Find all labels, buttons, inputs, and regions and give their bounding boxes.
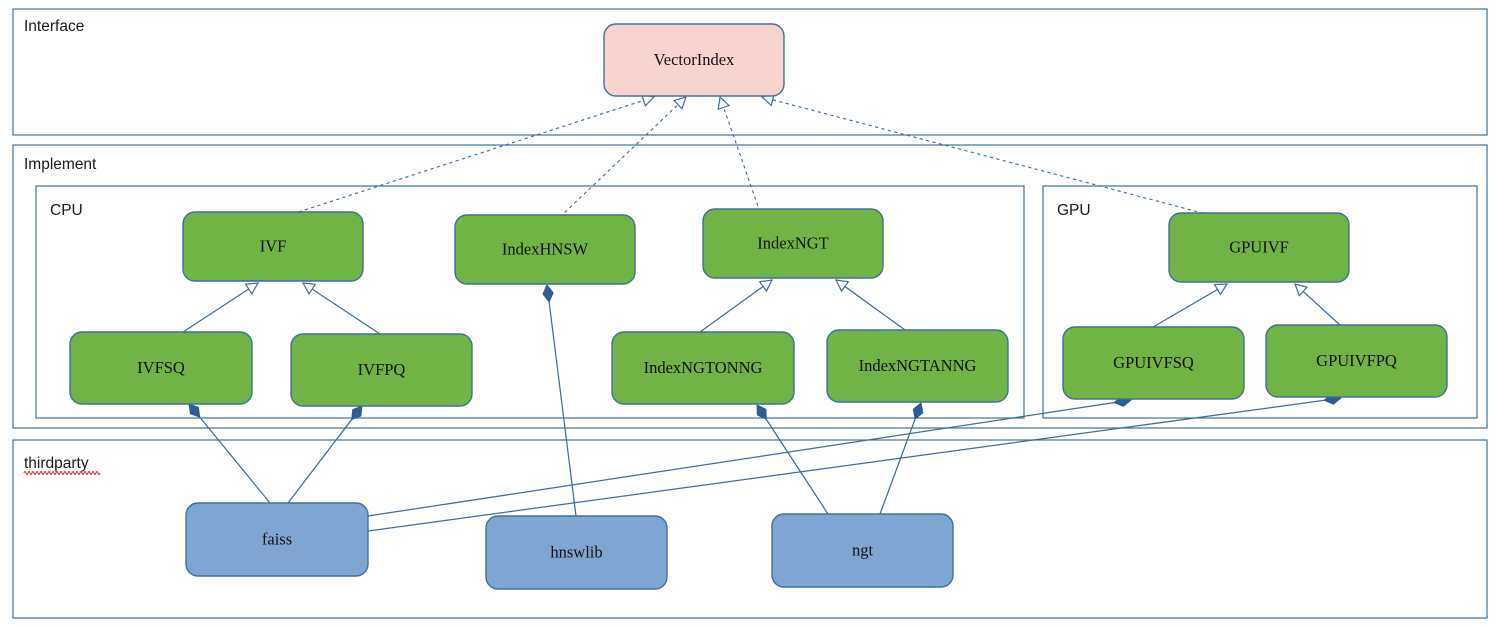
class-node-label: GPUIVFPQ [1316, 351, 1397, 370]
edge-line [843, 285, 906, 331]
hollow-triangle-arrowhead-icon [672, 96, 687, 110]
class-node-label: IndexNGTONNG [644, 358, 763, 377]
class-node-label: IndexHNSW [502, 239, 589, 258]
filled-diamond-arrowhead-icon [351, 405, 363, 421]
class-node-label: GPUIVFSQ [1113, 353, 1194, 372]
edge-line [771, 99, 1211, 216]
class-node-label: IndexNGTANNG [859, 356, 977, 375]
class-node-IndexNGTONNG[interactable]: IndexNGTONNG [611, 331, 795, 405]
edge-line [722, 106, 761, 213]
class-node-IVFPQ[interactable]: IVFPQ [290, 333, 473, 407]
hollow-triangle-arrowhead-icon [758, 279, 774, 293]
edge-realization-IndexNGT-to-VectorIndex [717, 95, 761, 213]
filled-diamond-arrowhead-icon [912, 402, 924, 420]
class-node-box[interactable] [603, 23, 785, 97]
edge-line [765, 417, 829, 515]
class-node-box[interactable] [826, 329, 1009, 403]
class-node-box[interactable] [1062, 326, 1245, 400]
class-node-label: hnswlib [550, 542, 602, 561]
edge-composition-ngt-to-IndexNGTANNG [879, 402, 924, 515]
class-node-box[interactable] [185, 502, 369, 577]
class-node-GPUIVFSQ[interactable]: GPUIVFSQ [1062, 326, 1245, 400]
class-node-label: IVFSQ [137, 358, 185, 377]
class-node-IndexHNSW[interactable]: IndexHNSW [454, 214, 636, 285]
class-node-VectorIndex[interactable]: VectorIndex [603, 23, 785, 97]
class-node-GPUIVFPQ[interactable]: GPUIVFPQ [1265, 324, 1448, 398]
class-node-label: GPUIVF [1229, 237, 1289, 256]
hollow-triangle-arrowhead-icon [834, 279, 850, 293]
class-node-label: IVFPQ [358, 360, 406, 379]
edge-composition-hnswlib-to-IndexHNSW [542, 284, 577, 517]
spellcheck-underline [23, 470, 101, 476]
hollow-triangle-arrowhead-icon [244, 282, 260, 295]
class-node-label: faiss [262, 529, 292, 548]
edge-line [1302, 290, 1341, 326]
class-node-faiss[interactable]: faiss [185, 502, 369, 577]
edge-line [367, 401, 1116, 517]
class-node-IndexNGTANNG[interactable]: IndexNGTANNG [826, 329, 1009, 403]
class-node-GPUIVF[interactable]: GPUIVF [1168, 212, 1350, 283]
hollow-triangle-arrowhead-icon [717, 95, 731, 111]
edge-composition-faiss-to-IVFSQ [188, 403, 271, 504]
class-node-box[interactable] [1168, 212, 1350, 283]
edge-inheritance-GPUIVFSQ-to-GPUIVF [1152, 283, 1229, 328]
group-label-cpu: CPU [50, 202, 83, 219]
hollow-triangle-arrowhead-icon [301, 282, 317, 295]
edge-composition-ngt-to-IndexNGTONNG [756, 404, 829, 515]
edge-line [548, 300, 577, 517]
class-node-label: ngt [852, 540, 874, 559]
edge-line [1152, 288, 1219, 328]
edge-line [559, 103, 680, 218]
class-node-box[interactable] [290, 333, 473, 407]
class-node-box[interactable] [1265, 324, 1448, 398]
group-label-interface: Interface [24, 18, 84, 35]
class-node-label: IVF [260, 236, 287, 255]
class-node-hnswlib[interactable]: hnswlib [485, 515, 668, 590]
edge-realization-GPUIVF-to-VectorIndex [760, 93, 1211, 216]
group-label-gpu: GPU [1057, 202, 1091, 219]
edge-line [367, 399, 1326, 532]
hollow-triangle-arrowhead-icon [1213, 283, 1229, 296]
edge-inheritance-IndexNGTANNG-to-IndexNGT [834, 279, 906, 331]
group-label-implement: Implement [24, 156, 97, 173]
edge-inheritance-IVFPQ-to-IVF [301, 282, 381, 335]
edge-realization-IndexHNSW-to-VectorIndex [559, 96, 687, 218]
class-node-box[interactable] [611, 331, 795, 405]
class-node-IVF[interactable]: IVF [182, 211, 364, 282]
class-node-box[interactable] [702, 208, 884, 279]
edge-inheritance-IVFSQ-to-IVF [182, 282, 260, 333]
class-node-box[interactable] [771, 513, 954, 588]
filled-diamond-arrowhead-icon [542, 284, 554, 303]
edge-composition-faiss-to-IVFPQ [287, 405, 363, 504]
relationship-edges [182, 93, 1342, 532]
class-node-box[interactable] [69, 331, 253, 405]
filled-diamond-arrowhead-icon [756, 404, 767, 421]
edge-line [287, 418, 354, 504]
class-node-box[interactable] [182, 211, 364, 282]
class-node-ngt[interactable]: ngt [771, 513, 954, 588]
edge-line [879, 417, 917, 515]
class-node-label: IndexNGT [757, 233, 828, 252]
edge-inheritance-IndexNGTONNG-to-IndexNGT [699, 279, 774, 333]
class-node-box[interactable] [485, 515, 668, 590]
hollow-triangle-arrowhead-icon [1294, 283, 1309, 297]
edge-line [182, 288, 250, 333]
class-node-label: VectorIndex [654, 50, 735, 69]
class-node-box[interactable] [454, 214, 636, 285]
class-node-IndexNGT[interactable]: IndexNGT [702, 208, 884, 279]
edge-inheritance-GPUIVFPQ-to-GPUIVF [1294, 283, 1341, 326]
edge-line [311, 288, 381, 335]
class-node-IVFSQ[interactable]: IVFSQ [69, 331, 253, 405]
edge-line [699, 285, 765, 333]
group-label-thirdparty: thirdparty [24, 455, 89, 472]
edge-line [198, 415, 271, 504]
filled-diamond-arrowhead-icon [188, 403, 201, 418]
